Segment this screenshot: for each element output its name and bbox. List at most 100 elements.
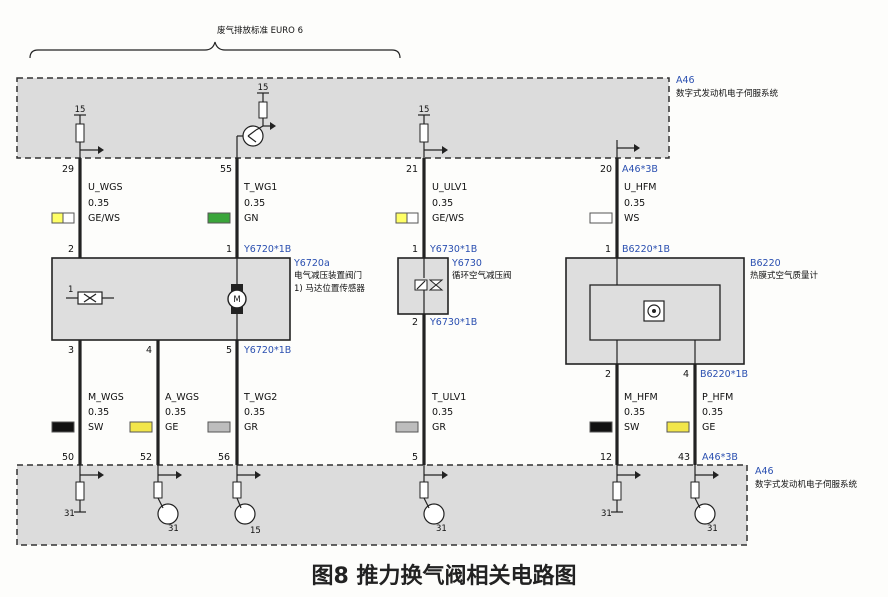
b6220-name: 热膜式空气质量计 <box>750 270 819 281</box>
ecu-connector-top[interactable]: A46*3B <box>622 164 658 175</box>
wire-label-t-ulv1: T_ULV1 0.35 GR <box>395 392 466 433</box>
svg-text:31: 31 <box>601 509 612 519</box>
svg-text:0.35: 0.35 <box>624 198 645 209</box>
ecu-bottom-block <box>16 464 748 546</box>
svg-text:M: M <box>233 295 240 305</box>
color-swatch-gn <box>207 212 231 224</box>
wire-label-m-wgs: M_WGS 0.35 SW <box>51 392 124 433</box>
svg-text:0.35: 0.35 <box>432 407 453 418</box>
ecu-pin-20: 20 <box>600 164 612 175</box>
svg-text:0.35: 0.35 <box>88 198 109 209</box>
wire-label-t-wg1: T_WG1 0.35 GN <box>207 182 277 224</box>
hfm-sensor-icon <box>643 300 665 322</box>
y6730-connector-top[interactable]: Y6730*1B <box>429 244 477 255</box>
y6730-id[interactable]: Y6730 <box>451 258 482 269</box>
y6720-inner-label: 1 <box>68 285 73 295</box>
y6720-pin-3: 3 <box>68 345 74 356</box>
svg-text:15: 15 <box>419 105 430 115</box>
wire-label-u-ulv1: U_ULV1 0.35 GE/WS <box>395 182 467 224</box>
color-swatch-ge-ws <box>51 212 64 224</box>
svg-text:GN: GN <box>244 213 258 224</box>
svg-text:A_WGS: A_WGS <box>165 392 199 403</box>
ecu-pin-50: 50 <box>62 452 74 463</box>
ecu-pin-21: 21 <box>406 164 418 175</box>
b6220-inner-frame <box>589 284 721 341</box>
svg-text:U_ULV1: U_ULV1 <box>432 182 467 193</box>
y6720-pin-1: 1 <box>226 244 232 255</box>
y6720-connector-top[interactable]: Y6720*1B <box>243 244 291 255</box>
svg-text:31: 31 <box>168 524 179 534</box>
y6730-connector-bottom[interactable]: Y6730*1B <box>429 317 477 328</box>
color-swatch-ge-ws-2 <box>395 212 408 224</box>
color-swatch-ws <box>589 212 613 224</box>
b6220-pin-1: 1 <box>605 244 611 255</box>
ecu-top-name: 数字式发动机电子伺服系统 <box>676 88 779 99</box>
ecu-pin-56: 56 <box>218 452 230 463</box>
ecu-pin-52: 52 <box>140 452 152 463</box>
b6220-pin-2: 2 <box>605 369 611 380</box>
driver-circuit-20 <box>616 140 640 158</box>
motor-icon: M <box>227 258 247 340</box>
y6720-pin-4: 4 <box>146 345 152 356</box>
ecu-pin-43: 43 <box>678 452 690 463</box>
ecu-bottom-id[interactable]: A46 <box>755 466 774 477</box>
valve-icon <box>414 258 444 314</box>
svg-text:GE/WS: GE/WS <box>432 213 464 224</box>
svg-text:T_WG1: T_WG1 <box>243 182 277 193</box>
svg-text:0.35: 0.35 <box>244 198 265 209</box>
emission-standard-brace <box>29 41 401 59</box>
ground-circuit-56: 15 <box>232 465 261 536</box>
svg-text:GR: GR <box>244 422 258 433</box>
svg-text:U_HFM: U_HFM <box>624 182 657 193</box>
ecu-connector-bottom[interactable]: A46*3B <box>702 452 738 463</box>
color-swatch-gr <box>207 421 231 433</box>
b6220-connector-bottom[interactable]: B6220*1B <box>700 369 748 380</box>
svg-text:0.35: 0.35 <box>432 198 453 209</box>
svg-text:U_WGS: U_WGS <box>88 182 123 193</box>
svg-text:15: 15 <box>250 526 261 536</box>
svg-text:31: 31 <box>64 509 75 519</box>
ecu-bottom-name: 数字式发动机电子伺服系统 <box>755 479 858 490</box>
wire-label-u-wgs: U_WGS 0.35 GE/WS <box>51 182 123 224</box>
y6720-note: 1) 马达位置传感器 <box>294 283 365 294</box>
svg-text:T_ULV1: T_ULV1 <box>431 392 466 403</box>
y6720-pin-5: 5 <box>226 345 232 356</box>
ecu-top-id[interactable]: A46 <box>676 75 695 86</box>
svg-text:31: 31 <box>436 524 447 534</box>
y6730-name: 循环空气减压阀 <box>452 270 512 281</box>
svg-text:T_WG2: T_WG2 <box>243 392 277 403</box>
y6720-connector-bottom[interactable]: Y6720*1B <box>243 345 291 356</box>
svg-text:0.35: 0.35 <box>624 407 645 418</box>
ground-circuit-43: 31 <box>690 465 719 534</box>
y6720-id[interactable]: Y6720a <box>293 258 330 269</box>
ecu-pin-29: 29 <box>62 164 74 175</box>
wire-label-t-wg2: T_WG2 0.35 GR <box>207 392 277 433</box>
ecu-pin-12: 12 <box>600 452 612 463</box>
wire-label-u-hfm: U_HFM 0.35 WS <box>589 182 657 224</box>
svg-text:SW: SW <box>88 422 104 433</box>
svg-text:15: 15 <box>258 83 269 93</box>
wire-label-m-hfm: M_HFM 0.35 SW <box>589 392 658 433</box>
driver-circuit-21: 15 <box>418 105 448 158</box>
svg-text:0.35: 0.35 <box>702 407 723 418</box>
ground-circuit-52: 31 <box>153 465 182 534</box>
color-swatch-gr-2 <box>395 421 419 433</box>
svg-text:GE: GE <box>165 422 178 433</box>
svg-text:0.35: 0.35 <box>88 407 109 418</box>
driver-circuit-29: 15 <box>74 105 104 158</box>
y6730-pin-1: 1 <box>412 244 418 255</box>
svg-text:P_HFM: P_HFM <box>702 392 733 403</box>
ground-circuit-5: 31 <box>419 465 448 534</box>
ground-circuit-50: 31 <box>64 465 104 519</box>
figure-caption: 图8 推力换气阀相关电路图 <box>312 563 577 589</box>
svg-text:15: 15 <box>75 105 86 115</box>
svg-text:WS: WS <box>624 213 639 224</box>
b6220-connector-top[interactable]: B6220*1B <box>622 244 670 255</box>
ground-circuit-12: 31 <box>601 465 641 519</box>
svg-text:0.35: 0.35 <box>244 407 265 418</box>
b6220-id[interactable]: B6220 <box>750 258 781 269</box>
svg-text:SW: SW <box>624 422 640 433</box>
color-swatch-ge <box>129 421 153 433</box>
driver-circuit-55: 15 <box>236 83 276 158</box>
